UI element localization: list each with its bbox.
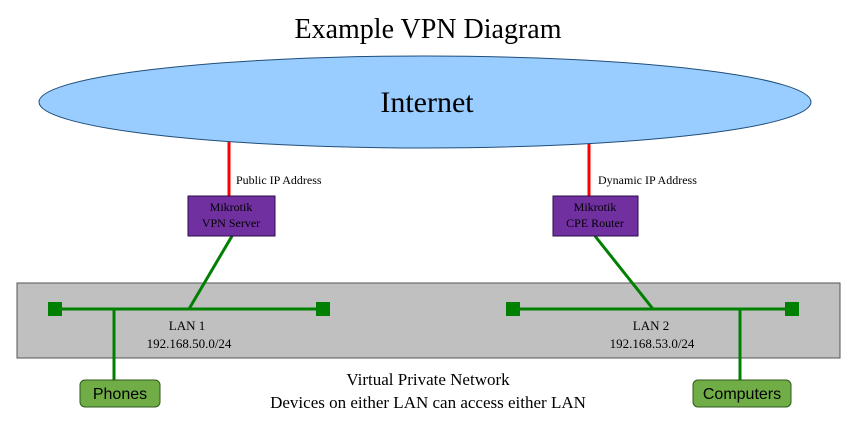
lan1-port-left: [48, 302, 62, 316]
vpn-region: [16, 282, 841, 359]
computers-label: Computers: [703, 386, 781, 403]
vpn-caption-line1: Virtual Private Network: [346, 370, 510, 389]
lan1-subnet: 192.168.50.0/24: [147, 336, 232, 351]
vpn-server-line2: VPN Server: [202, 216, 260, 230]
public-ip-label: Public IP Address: [236, 173, 322, 187]
diagram-title: Example VPN Diagram: [295, 14, 562, 45]
lan2-port-left: [506, 302, 520, 316]
lan1-uplink: [187, 235, 234, 310]
lan1-port-right: [316, 302, 330, 316]
vpn-caption-line2: Devices on either LAN can access either …: [270, 393, 586, 412]
phones-label: Phones: [93, 386, 147, 403]
vpn-server-router: Mikrotik VPN Server: [187, 195, 276, 237]
lan2-segment: LAN 2 192.168.53.0/24: [506, 302, 799, 382]
lan2-port-right: [785, 302, 799, 316]
lan2-subnet: 192.168.53.0/24: [610, 336, 695, 351]
computers-node: Computers: [692, 379, 792, 408]
internet-label: Internet: [380, 86, 474, 119]
lan1-segment: LAN 1 192.168.50.0/24: [48, 302, 330, 382]
cpe-router-line1: Mikrotik: [574, 200, 617, 214]
internet-cloud: [38, 55, 812, 149]
lan1-name: LAN 1: [169, 318, 205, 333]
vpn-server-line1: Mikrotik: [210, 200, 253, 214]
lan2-uplink: [593, 235, 655, 310]
lan2-name: LAN 2: [633, 318, 669, 333]
phones-node: Phones: [79, 379, 161, 408]
dynamic-ip-label: Dynamic IP Address: [598, 173, 697, 187]
cpe-router-line2: CPE Router: [566, 216, 624, 230]
cpe-router: Mikrotik CPE Router: [552, 195, 639, 237]
